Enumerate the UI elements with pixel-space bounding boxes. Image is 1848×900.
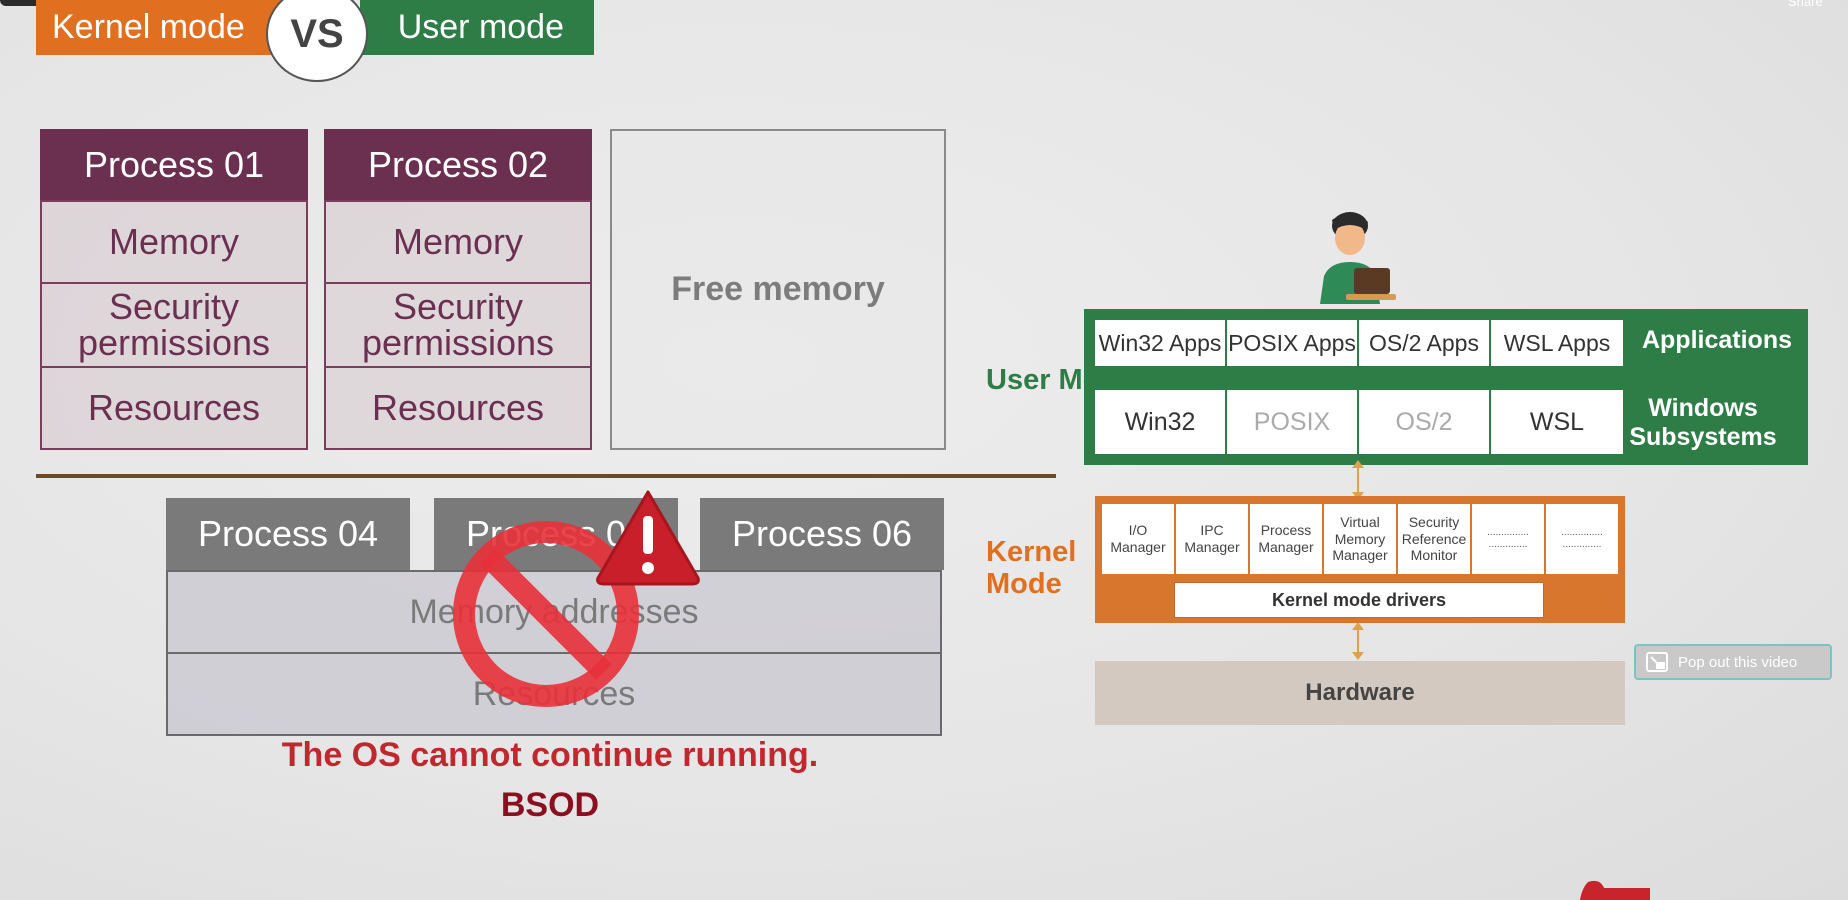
warning-icon [596, 490, 700, 586]
kernel-io-manager: I/O Manager [1101, 503, 1175, 575]
free-memory-block: Free memory [610, 129, 946, 450]
subsystem-wsl: WSL [1490, 389, 1624, 455]
process-04-header: Process 04 [166, 498, 410, 570]
kernel-virtual-memory-manager: Virtual Memory Manager [1323, 503, 1397, 575]
pop-out-label: Pop out this video [1678, 653, 1798, 671]
app-os2: OS/2 Apps [1358, 319, 1490, 367]
app-wsl: WSL Apps [1490, 319, 1624, 367]
process-06-header: Process 06 [700, 498, 944, 570]
mode-divider-line [36, 474, 1056, 478]
prohibited-icon [453, 521, 639, 707]
subsystem-posix: POSIX [1226, 389, 1358, 455]
process-02-security: Security permissions [324, 282, 592, 368]
kernel-mode-drivers: Kernel mode drivers [1174, 582, 1544, 618]
kernel-placeholder-2: ............... .............. [1545, 503, 1619, 575]
process-01-memory: Memory [40, 200, 308, 284]
brand-logo-icon [1580, 880, 1650, 900]
pop-out-video-button[interactable]: Pop out this video [1634, 644, 1832, 680]
process-01-security: Security permissions [40, 282, 308, 368]
kernel-hardware-arrow-icon [1352, 622, 1364, 660]
vs-badge: VS [266, 0, 368, 82]
kernel-placeholder-1: ............... .............. [1471, 503, 1545, 575]
pop-out-icon [1646, 652, 1668, 672]
app-posix: POSIX Apps [1226, 319, 1358, 367]
kernel-mode-label: Kernel Mode [986, 536, 1077, 601]
user-kernel-arrow-icon [1352, 460, 1364, 500]
kernel-mode-title: Kernel mode [36, 0, 296, 55]
applications-label: Applications [1641, 326, 1792, 354]
error-message: The OS cannot continue running. [281, 736, 819, 774]
user-mode-title: User mode [360, 0, 594, 55]
user-at-laptop-icon [1320, 212, 1396, 304]
windows-subsystems-label: Windows Subsystems [1629, 394, 1777, 451]
process-02-header: Process 02 [324, 129, 592, 200]
bsod-label: BSOD [500, 786, 600, 824]
kernel-ipc-manager: IPC Manager [1175, 503, 1249, 575]
kernel-process-manager: Process Manager [1249, 503, 1323, 575]
process-01-header: Process 01 [40, 129, 308, 200]
app-win32: Win32 Apps [1094, 319, 1226, 367]
process-02-resources: Resources [324, 366, 592, 450]
process-01-resources: Resources [40, 366, 308, 450]
hardware-block: Hardware [1095, 661, 1625, 725]
subsystem-os2: OS/2 [1358, 389, 1490, 455]
subsystem-win32: Win32 [1094, 389, 1226, 455]
share-label[interactable]: Share [1788, 0, 1823, 9]
process-02-memory: Memory [324, 200, 592, 284]
kernel-security-reference-monitor: Security Reference Monitor [1397, 503, 1471, 575]
